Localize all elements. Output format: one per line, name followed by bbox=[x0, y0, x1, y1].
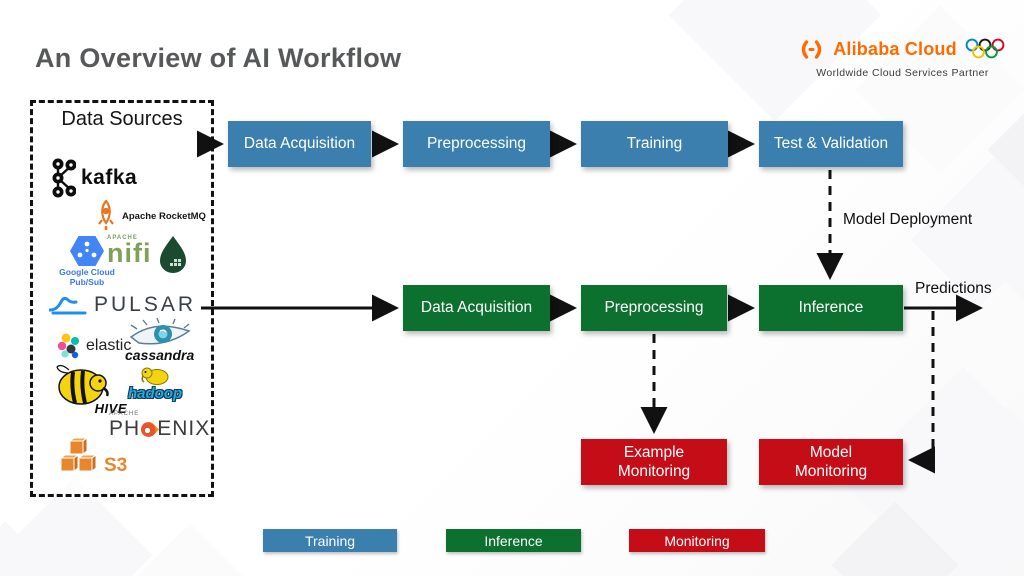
nifi-apache-label: APACHE bbox=[107, 235, 138, 241]
box-data-acquisition-inference: Data Acquisition bbox=[403, 285, 550, 331]
box-label-line1: Model bbox=[809, 443, 853, 461]
elastic-logo: elastic bbox=[57, 333, 131, 359]
brand-block: Alibaba Cloud Worldwide Cloud Services P… bbox=[795, 36, 1010, 79]
nifi-droplet-icon bbox=[159, 236, 186, 273]
data-sources-title: Data Sources bbox=[61, 108, 183, 130]
box-label: Test & Validation bbox=[773, 135, 889, 153]
rocketmq-label: Apache RocketMQ bbox=[122, 210, 206, 222]
hadoop-label: hadoop bbox=[128, 385, 183, 402]
hive-bee-icon bbox=[56, 364, 109, 405]
s3-label: S3 bbox=[104, 455, 128, 476]
box-label-line2: Monitoring bbox=[617, 463, 691, 480]
box-example-monitoring: Example Monitoring bbox=[581, 439, 727, 485]
pulsar-icon bbox=[49, 296, 87, 315]
model-deployment-label: Model Deployment bbox=[843, 211, 973, 228]
box-test-validation: Test & Validation bbox=[759, 121, 903, 167]
s3-cubes-icon bbox=[59, 437, 98, 472]
legend-label: Monitoring bbox=[664, 532, 730, 549]
phoenix-flame-icon bbox=[138, 418, 160, 440]
predictions-label: Predictions bbox=[915, 280, 992, 297]
pubsub-icon bbox=[70, 236, 104, 266]
pulsar-label: PULSAR bbox=[94, 293, 197, 316]
box-training: Training bbox=[581, 121, 728, 167]
rocketmq-logo: Apache RocketMQ bbox=[95, 200, 206, 232]
hadoop-logo: hadoop bbox=[128, 365, 182, 402]
phoenix-apache-label: APACHE bbox=[109, 411, 140, 417]
alibaba-cloud-icon bbox=[801, 40, 822, 59]
legend-label: Training bbox=[304, 532, 356, 549]
brand-tagline: Worldwide Cloud Services Partner bbox=[816, 67, 989, 79]
brand-name: Alibaba Cloud bbox=[833, 39, 957, 59]
box-label: Preprocessing bbox=[604, 299, 704, 317]
legend-monitoring: Monitoring bbox=[629, 529, 765, 552]
elastic-icon bbox=[57, 333, 79, 359]
deco-diamond bbox=[133, 523, 247, 576]
legend-inference: Inference bbox=[446, 529, 581, 552]
box-preprocessing-training: Preprocessing bbox=[403, 121, 550, 167]
cassandra-eye-icon bbox=[129, 317, 191, 345]
nifi-label: nifi bbox=[107, 238, 152, 268]
kafka-label: kafka bbox=[81, 166, 138, 189]
cassandra-logo: cassandra bbox=[125, 317, 194, 363]
pubsub-logo: Google Cloud Pub/Sub bbox=[55, 236, 119, 288]
box-data-acquisition-training: Data Acquisition bbox=[228, 121, 371, 167]
kafka-logo: kafka bbox=[51, 158, 137, 198]
box-preprocessing-inference: Preprocessing bbox=[581, 285, 727, 331]
hive-logo: HIVE bbox=[51, 358, 126, 416]
phoenix-label-enix: ENIX bbox=[157, 417, 211, 440]
box-model-monitoring: Model Monitoring bbox=[759, 439, 903, 485]
box-label: Data Acquisition bbox=[420, 299, 533, 317]
cassandra-label: cassandra bbox=[125, 347, 195, 363]
rocketmq-icon bbox=[98, 200, 114, 230]
hive-label: HIVE bbox=[94, 401, 127, 416]
hadoop-elephant-icon bbox=[141, 367, 169, 385]
phoenix-logo: APACHE PH ENIX bbox=[109, 411, 210, 441]
pulsar-logo: PULSAR bbox=[49, 293, 196, 317]
s3-logo: S3 bbox=[57, 435, 127, 477]
pubsub-label-line2: Pub/Sub bbox=[69, 276, 105, 287]
box-label: Inference bbox=[798, 299, 864, 317]
box-label: Data Acquisition bbox=[243, 135, 356, 153]
box-label: Training bbox=[626, 135, 683, 153]
kafka-icon bbox=[52, 158, 76, 198]
box-label-line1: Example bbox=[623, 443, 685, 461]
pubsub-label-line1: Google Cloud bbox=[59, 267, 115, 277]
elastic-label: elastic bbox=[86, 337, 132, 354]
box-label-line2: Monitoring bbox=[794, 463, 868, 480]
nifi-logo: APACHE nifi bbox=[107, 235, 189, 273]
phoenix-label-ph: PH bbox=[109, 417, 141, 440]
box-inference: Inference bbox=[759, 285, 903, 331]
olympic-rings-icon bbox=[965, 38, 1005, 59]
page-title: An Overview of AI Workflow bbox=[35, 43, 402, 73]
legend-training: Training bbox=[263, 529, 397, 552]
box-label: Preprocessing bbox=[426, 135, 527, 153]
legend-label: Inference bbox=[484, 532, 543, 549]
data-sources-panel: Data Sources kafka bbox=[30, 100, 214, 497]
